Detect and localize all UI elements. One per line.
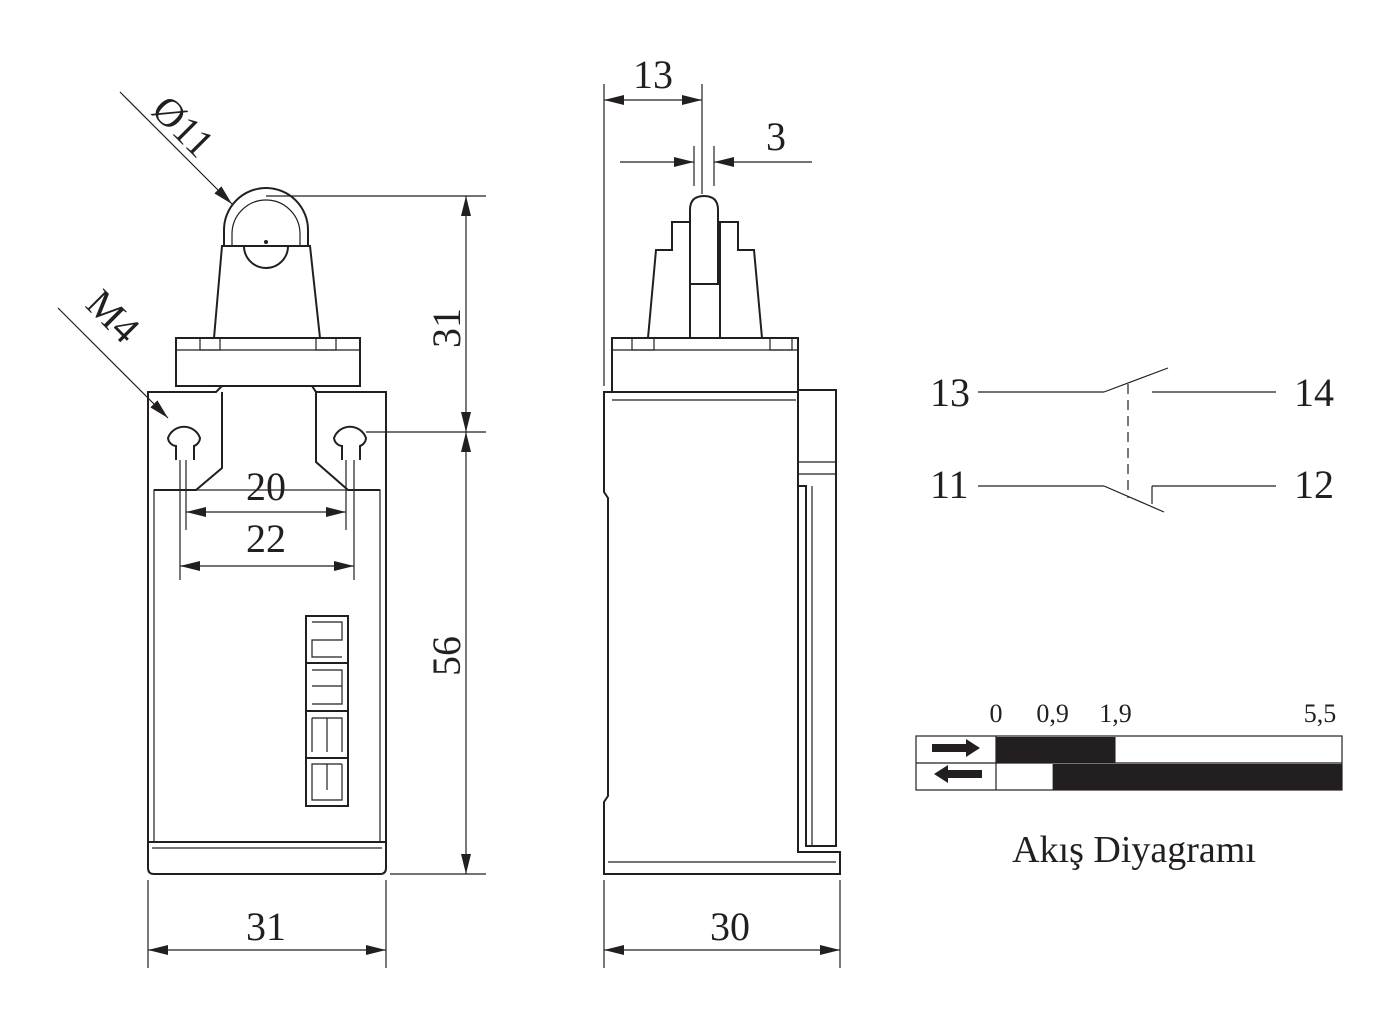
dim-lower-height-label: 56 [424, 636, 469, 676]
flow-diagram: 0 0,9 1,9 5,5 Akış Diyagramı [915, 699, 1343, 871]
dim-hole-outer-label: 22 [246, 516, 286, 561]
front-view: Ø11 M4 31 56 20 22 31 [57, 87, 486, 968]
side-view: 13 3 30 [603, 52, 841, 968]
logo [305, 615, 349, 807]
dim-side-width-label: 30 [710, 904, 750, 949]
terminal-12: 12 [1294, 462, 1334, 507]
front-roller-inner [231, 199, 301, 246]
flow-tick-label: 0 [990, 699, 1003, 728]
flow-bar-return [1052, 764, 1342, 790]
front-mount-hole-left [166, 425, 202, 460]
no-contact-blade [1103, 367, 1169, 393]
side-cover [798, 389, 837, 847]
terminal-14: 14 [1294, 370, 1334, 415]
forward-arrow-icon [932, 739, 980, 757]
dim-thread-label: M4 [78, 281, 149, 352]
terminal-11: 11 [930, 462, 969, 507]
dim-roller-label: Ø11 [144, 87, 223, 166]
front-mount-hole-right [332, 425, 368, 460]
side-roller [689, 194, 719, 285]
front-housing-outline [147, 385, 387, 875]
flow-tick-label: 0,9 [1036, 699, 1069, 728]
dim-roller-width-label: 3 [766, 114, 786, 159]
dim-roller-leader [119, 91, 233, 205]
dim-width-label: 31 [246, 904, 286, 949]
front-roller-center [264, 240, 268, 244]
side-plunger [647, 221, 763, 339]
front-plunger [213, 245, 321, 339]
flow-tick-label: 1,9 [1099, 699, 1132, 728]
return-arrow-icon [934, 765, 982, 783]
side-head [611, 337, 799, 393]
dim-upper-height-label: 31 [424, 308, 469, 348]
flow-tick-label: 5,5 [1304, 699, 1337, 728]
front-roller [223, 187, 309, 246]
dim-offset-label: 13 [633, 52, 673, 97]
side-housing [603, 391, 841, 875]
dim-hole-inner-label: 20 [246, 464, 286, 509]
flow-bar-forward [996, 737, 1116, 763]
front-roller-hub [243, 245, 289, 269]
front-head-tab-left [199, 337, 221, 351]
front-head [175, 337, 361, 387]
terminal-13: 13 [930, 370, 970, 415]
contact-diagram: 13 14 11 12 [930, 367, 1334, 513]
front-head-tab-right [315, 337, 337, 351]
nc-contact-blade [1103, 485, 1165, 513]
flow-title: Akış Diyagramı [1012, 829, 1256, 871]
dim-thread-leader [57, 307, 169, 419]
